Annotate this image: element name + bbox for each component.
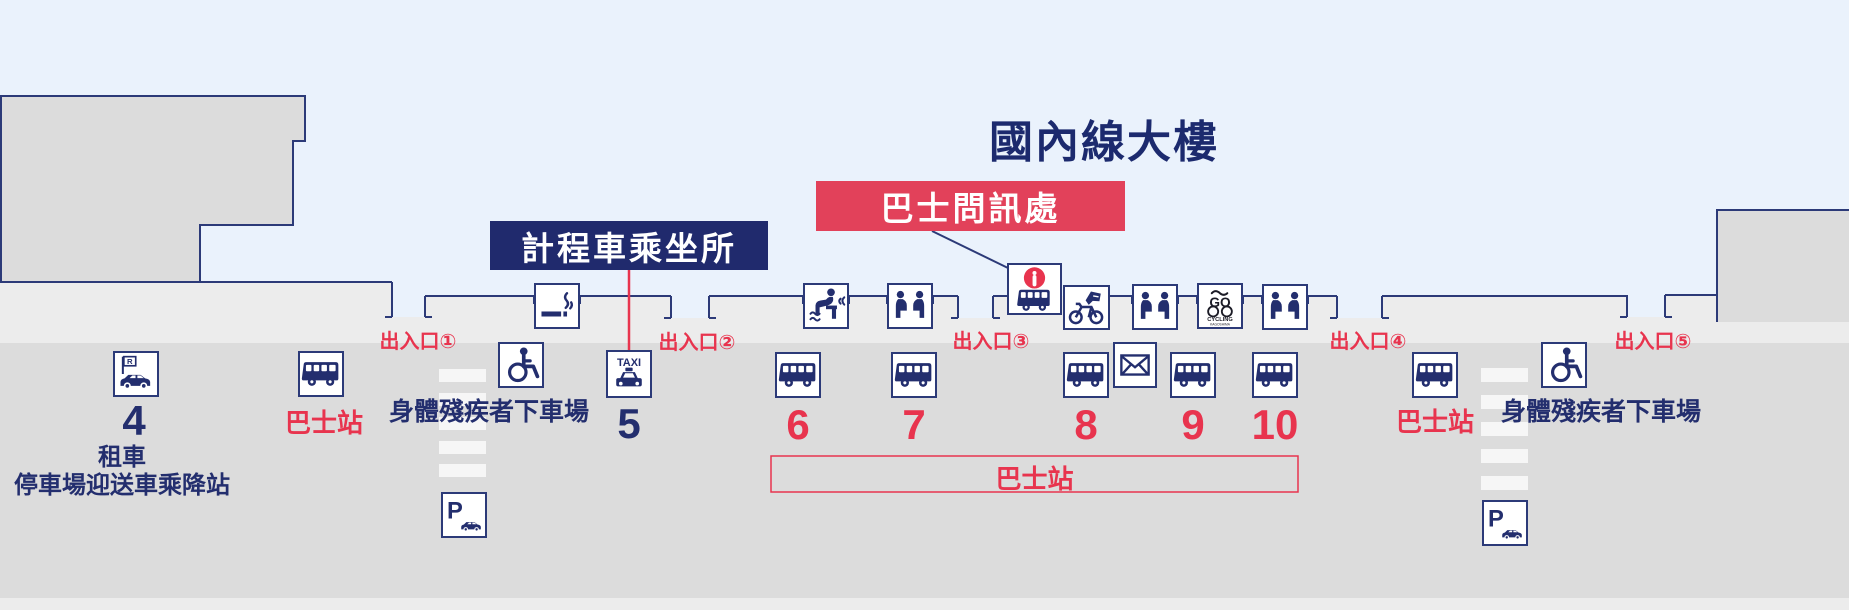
rental-car-label-line2: 停車場迎送車乘降站 (14, 472, 230, 499)
far-sidewalk (0, 598, 1849, 610)
bus-stop-icon (298, 351, 344, 397)
right-building (1717, 210, 1849, 322)
crosswalk-left (439, 369, 486, 477)
svg-text:P: P (1488, 507, 1504, 533)
wheelchair-icon (498, 342, 544, 388)
entrance-2-label: 出入口② (658, 332, 736, 354)
bus-info-banner-label: 巴士問訊處 (880, 190, 1061, 227)
bus-stop-label-right: 巴士站 (1395, 407, 1474, 437)
entrance-openings (392, 281, 1665, 318)
stop-number-5: 5 (617, 400, 641, 447)
businfo-pointer-line (931, 230, 1009, 269)
parking-icon: P (1482, 500, 1528, 546)
bus-stop-icon (1252, 352, 1298, 398)
svg-text:KAGOSHIMA: KAGOSHIMA (1210, 322, 1231, 326)
disabled-dropoff-label-right: 身體殘疾者下車場 (1500, 398, 1701, 426)
stop-number-7: 7 (902, 401, 926, 448)
waiting-seats-icon (1262, 284, 1308, 330)
svg-text:R: R (127, 357, 133, 366)
stop-number-4: 4 (122, 397, 146, 444)
parking-icon: P (441, 492, 487, 538)
foot-bath-icon (803, 283, 849, 329)
rental-car-icon: R (113, 351, 159, 397)
rental-car-label-line1: 租車 (98, 444, 146, 471)
left-building (0, 95, 306, 283)
entrance-walls (391, 282, 1666, 318)
entrance-5-label: 出入口⑤ (1614, 331, 1692, 353)
stop-number-10: 10 (1251, 401, 1299, 448)
waiting-seats-icon (887, 283, 933, 329)
svg-text:CYCLING: CYCLING (1207, 317, 1233, 323)
rental-cycle-icon (1063, 285, 1110, 330)
taxi-stand-banner: 計程車乘坐所 (490, 221, 768, 270)
entrance-feet (385, 316, 1672, 319)
wheelchair-icon (1541, 342, 1587, 388)
svg-text:GO: GO (1209, 295, 1231, 310)
facade-line (425, 294, 1717, 297)
bus-information-icon (1007, 263, 1062, 315)
bus-stop-label-left: 巴士站 (284, 408, 363, 438)
taxi-icon: TAXI (606, 350, 652, 398)
entrance-4-label: 出入口④ (1329, 331, 1407, 353)
bus-stop-icon (775, 352, 821, 398)
bus-stop-icon (1170, 352, 1216, 398)
disabled-dropoff-label-left: 身體殘疾者下車場 (388, 398, 589, 426)
bus-stop-icon (1063, 352, 1109, 398)
waiting-seats-icon (1132, 284, 1178, 330)
postbox-icon (1113, 342, 1157, 388)
entrance-3-label: 出入口③ (952, 331, 1030, 353)
smoking-area-icon (534, 283, 580, 329)
stop-number-8: 8 (1074, 401, 1098, 448)
bus-info-banner: 巴士問訊處 (816, 181, 1125, 231)
bus-zone-outline (770, 455, 1299, 493)
entrance-1-label: 出入口① (379, 331, 457, 353)
svg-text:TAXI: TAXI (617, 357, 641, 369)
right-building-outline (1716, 209, 1849, 322)
bus-stop-icon (891, 352, 937, 398)
page-title: 國內線大樓 (989, 118, 1219, 167)
taxi-stand-banner-label: 計程車乘坐所 (521, 229, 737, 267)
svg-text:P: P (447, 499, 463, 525)
crosswalk-right (1481, 368, 1528, 490)
stop-number-9: 9 (1181, 401, 1205, 448)
bus-zone-label: 巴士站 (995, 464, 1074, 494)
bus-stop-icon (1412, 352, 1458, 398)
stop-number-6: 6 (786, 401, 810, 448)
